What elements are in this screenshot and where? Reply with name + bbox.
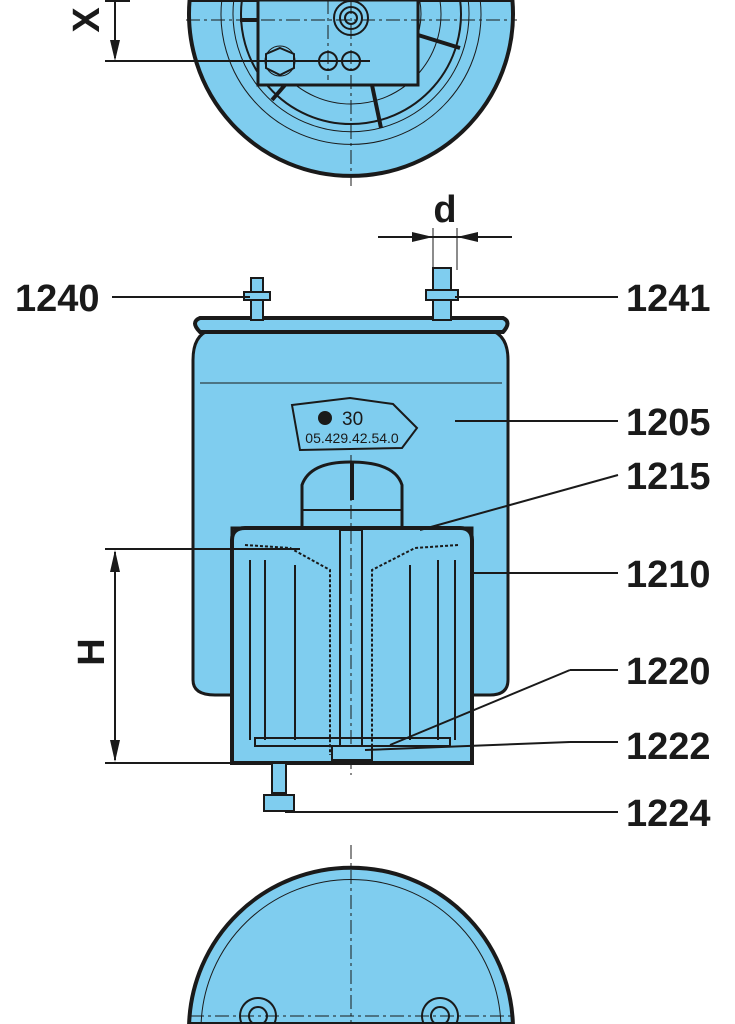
bpw-logo-icon xyxy=(318,411,332,425)
top-plate xyxy=(193,316,510,334)
dimension-d-label: d xyxy=(433,189,456,231)
callout-1241: 1241 xyxy=(626,278,711,320)
callout-1240: 1240 xyxy=(15,278,100,320)
callout-1222: 1222 xyxy=(626,726,711,768)
callout-1205: 1205 xyxy=(626,402,711,444)
bottom-view xyxy=(187,845,515,1024)
callout-1210: 1210 xyxy=(626,554,711,596)
side-view: 30 05.429.42.54.0 d H 1240 1241 1205 121… xyxy=(15,189,711,835)
marking-number: 30 xyxy=(342,409,363,430)
marking-part-number: 05.429.42.54.0 xyxy=(305,430,399,446)
callout-1220: 1220 xyxy=(626,651,711,693)
callout-1224: 1224 xyxy=(626,793,711,835)
dimension-x-label: X xyxy=(66,7,108,33)
dimension-h-label: H xyxy=(71,638,113,665)
top-view: X xyxy=(66,0,517,186)
callout-1215: 1215 xyxy=(626,456,711,498)
